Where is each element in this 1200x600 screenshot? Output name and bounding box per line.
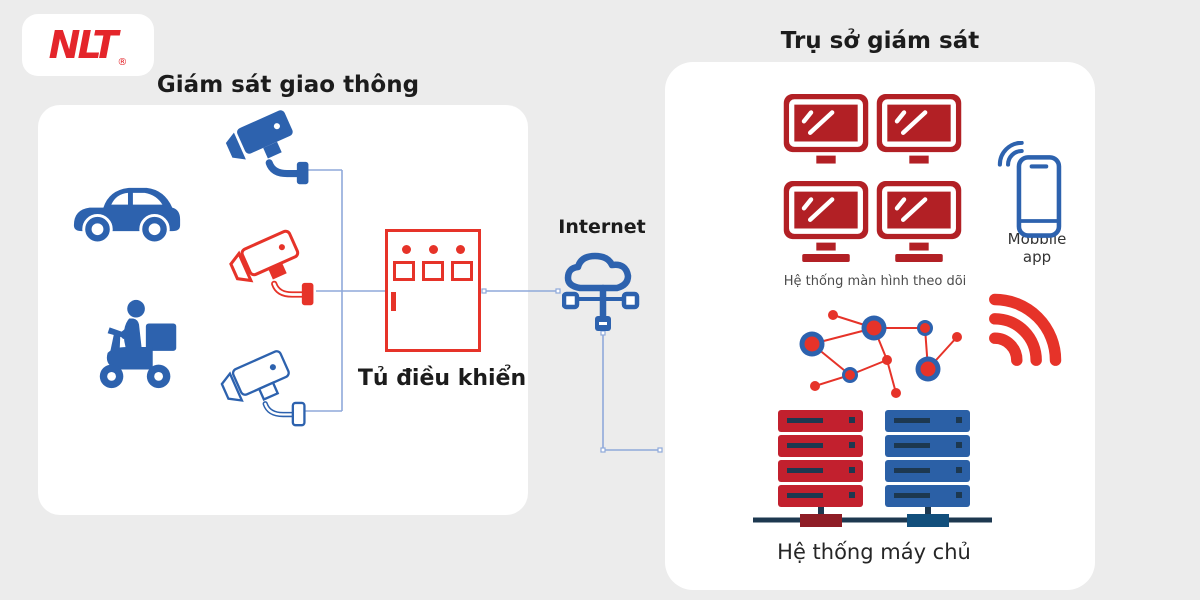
nlt-logo-card: NLT ® bbox=[22, 14, 154, 76]
nlt-logo: NLT bbox=[48, 23, 119, 67]
network-graph-icon bbox=[799, 310, 962, 398]
cctv-camera-filled-icon bbox=[225, 110, 309, 185]
server-rack-blue-icon bbox=[885, 410, 970, 527]
monitor-icon bbox=[876, 181, 962, 262]
control-cabinet-label: Tủ điều khiển bbox=[357, 366, 527, 391]
monitor-icon bbox=[876, 94, 962, 164]
monitor-icon bbox=[783, 181, 869, 262]
car-icon bbox=[73, 187, 181, 245]
monitor-icon bbox=[783, 94, 869, 164]
left-panel-title: Giám sát giao thông bbox=[156, 72, 420, 98]
smartphone-icon bbox=[997, 141, 1062, 238]
control-cabinet-icon bbox=[385, 229, 481, 352]
cabinet-handle bbox=[391, 292, 396, 311]
cctv-camera-outline-icon bbox=[220, 350, 306, 427]
server-system-icon bbox=[753, 410, 992, 527]
internet-label: Internet bbox=[558, 216, 646, 238]
cabinet-indicator-lights bbox=[401, 245, 465, 254]
wifi-signal-icon bbox=[989, 293, 1062, 366]
cabinet-switch-windows bbox=[393, 261, 473, 281]
monitor-wall bbox=[782, 92, 964, 264]
server-system-label: Hệ thống máy chủ bbox=[777, 540, 971, 564]
cloud-network-icon bbox=[562, 252, 640, 331]
right-panel-title: Trụ sở giám sát bbox=[780, 28, 980, 54]
server-rack-red-icon bbox=[778, 410, 863, 527]
cctv-camera-red-icon bbox=[229, 229, 314, 306]
registered-mark: ® bbox=[117, 57, 128, 68]
monitor-wall-label: Hệ thống màn hình theo dõi bbox=[783, 274, 967, 289]
delivery-scooter-icon bbox=[99, 299, 177, 389]
